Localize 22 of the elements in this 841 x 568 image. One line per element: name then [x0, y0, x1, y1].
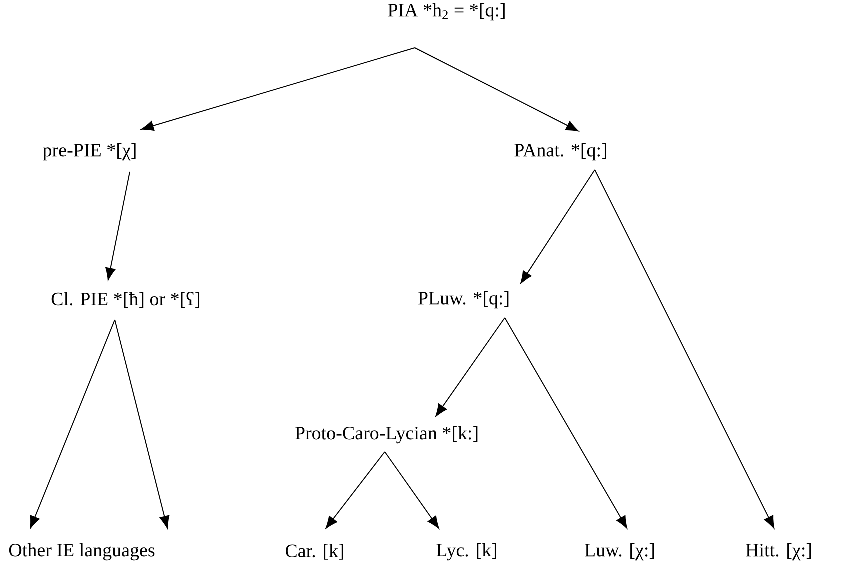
- node-label: Other IE languages: [9, 543, 155, 561]
- node-label: Cl. PIE *[ħ] or *[ʕ]: [52, 292, 200, 308]
- arrow: [106, 172, 130, 281]
- node-label: Lyc. [k]: [436, 543, 496, 561]
- arrow: [384, 452, 440, 529]
- node-label: Luw. [χ:]: [585, 543, 654, 561]
- node-label: PAnat. *[q:]: [514, 143, 606, 161]
- arrow: [520, 170, 596, 284]
- node-label: pre-PIE *[χ]: [43, 143, 136, 161]
- arrow: [30, 320, 116, 529]
- node-label: Hitt. [χ:]: [746, 543, 812, 561]
- arrow: [141, 48, 416, 132]
- arrow: [504, 318, 628, 529]
- node-label: Car. [k]: [286, 544, 344, 560]
- node-label: PLuw. *[q:]: [418, 291, 509, 309]
- arrow: [436, 318, 506, 417]
- node-label: Proto-Caro-Lycian *[k:]: [295, 426, 478, 444]
- arrow: [414, 48, 579, 132]
- node-label: PIA *h$_{2}$ = *[q:]: [388, 3, 505, 21]
- arrow: [326, 452, 386, 529]
- arrow: [114, 320, 170, 529]
- arrow: [594, 170, 775, 529]
